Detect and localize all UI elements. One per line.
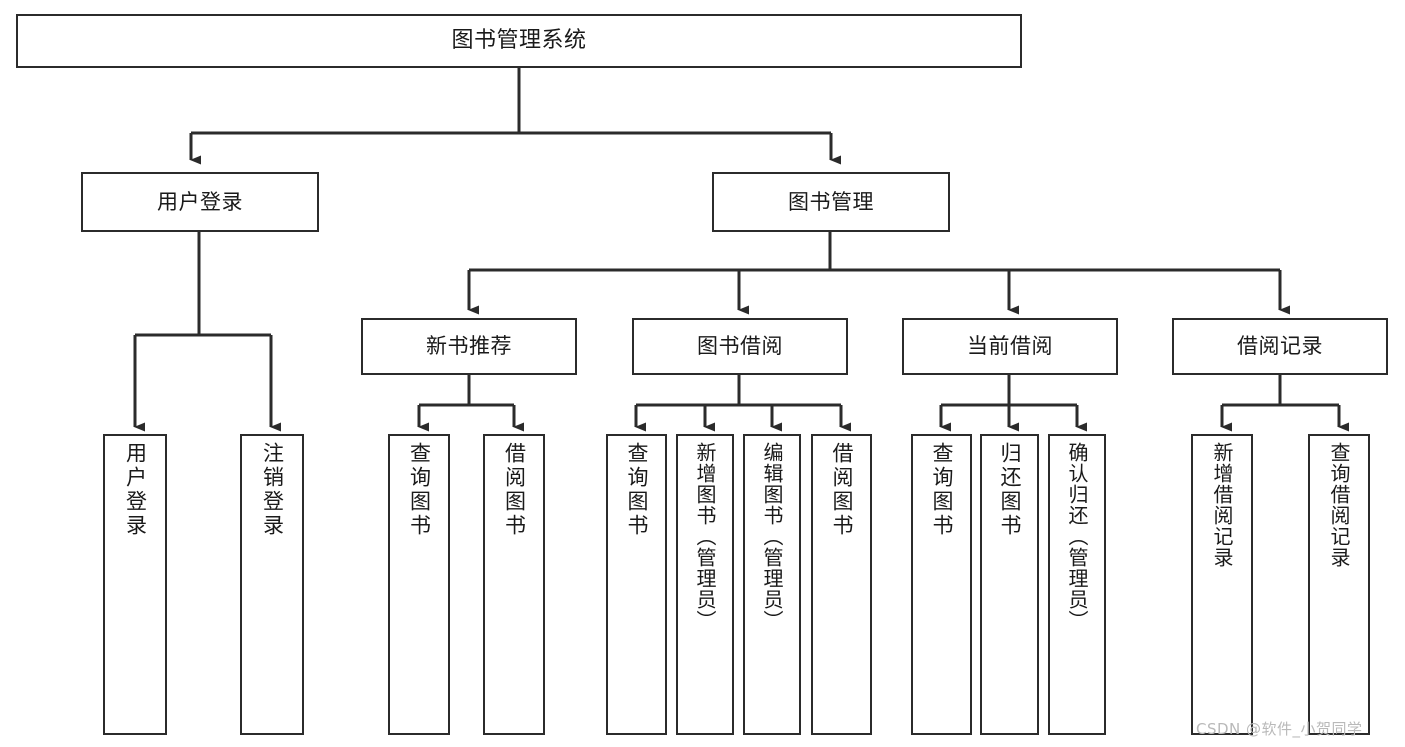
node-label: 新增借阅记录 — [1210, 442, 1234, 568]
leaf-borrow-book-recommend[interactable]: 借阅图书 — [483, 434, 545, 735]
leaf-user-login[interactable]: 用户登录 — [103, 434, 167, 735]
node-label: 查询图书 — [930, 442, 954, 538]
node-label: 注销登录 — [260, 442, 285, 538]
node-label: 借阅图书 — [502, 442, 527, 538]
node-label: 新书推荐 — [426, 334, 512, 359]
node-label: 确认归还（管理员） — [1065, 442, 1089, 631]
node-label: 图书借阅 — [697, 334, 783, 359]
node-label: 用户登录 — [123, 442, 148, 538]
node-label: 编辑图书（管理员） — [760, 442, 784, 631]
leaf-add-book-admin[interactable]: 新增图书（管理员） — [676, 434, 734, 735]
node-label: 当前借阅 — [967, 334, 1053, 359]
node-label: 归还图书 — [998, 442, 1022, 538]
csdn-watermark: CSDN @软件_小贺同学 — [1196, 720, 1363, 738]
leaf-query-book-borrow[interactable]: 查询图书 — [606, 434, 667, 735]
leaf-confirm-return-admin[interactable]: 确认归还（管理员） — [1048, 434, 1106, 735]
node-label: 图书管理 — [788, 189, 874, 214]
node-current-borrowing[interactable]: 当前借阅 — [902, 318, 1118, 375]
node-label: 查询借阅记录 — [1327, 442, 1351, 568]
node-book-borrowing[interactable]: 图书借阅 — [632, 318, 848, 375]
node-root-book-management-system[interactable]: 图书管理系统 — [16, 14, 1022, 68]
node-label: 查询图书 — [625, 442, 649, 538]
node-user-login[interactable]: 用户登录 — [81, 172, 319, 232]
leaf-query-book-recommend[interactable]: 查询图书 — [388, 434, 450, 735]
leaf-add-borrow-record[interactable]: 新增借阅记录 — [1191, 434, 1253, 735]
leaf-borrow-book[interactable]: 借阅图书 — [811, 434, 872, 735]
node-label: 借阅记录 — [1237, 334, 1323, 359]
node-new-book-recommendation[interactable]: 新书推荐 — [361, 318, 577, 375]
leaf-query-book-current[interactable]: 查询图书 — [911, 434, 972, 735]
leaf-return-book[interactable]: 归还图书 — [980, 434, 1039, 735]
node-label: 查询图书 — [407, 442, 432, 538]
node-label: 借阅图书 — [830, 442, 854, 538]
node-borrowing-record[interactable]: 借阅记录 — [1172, 318, 1388, 375]
leaf-query-borrow-record[interactable]: 查询借阅记录 — [1308, 434, 1370, 735]
node-book-management[interactable]: 图书管理 — [712, 172, 950, 232]
node-label: 用户登录 — [157, 189, 243, 214]
node-label: 新增图书（管理员） — [693, 442, 717, 631]
leaf-logout[interactable]: 注销登录 — [240, 434, 304, 735]
node-label: 图书管理系统 — [451, 28, 587, 54]
leaf-edit-book-admin[interactable]: 编辑图书（管理员） — [743, 434, 801, 735]
